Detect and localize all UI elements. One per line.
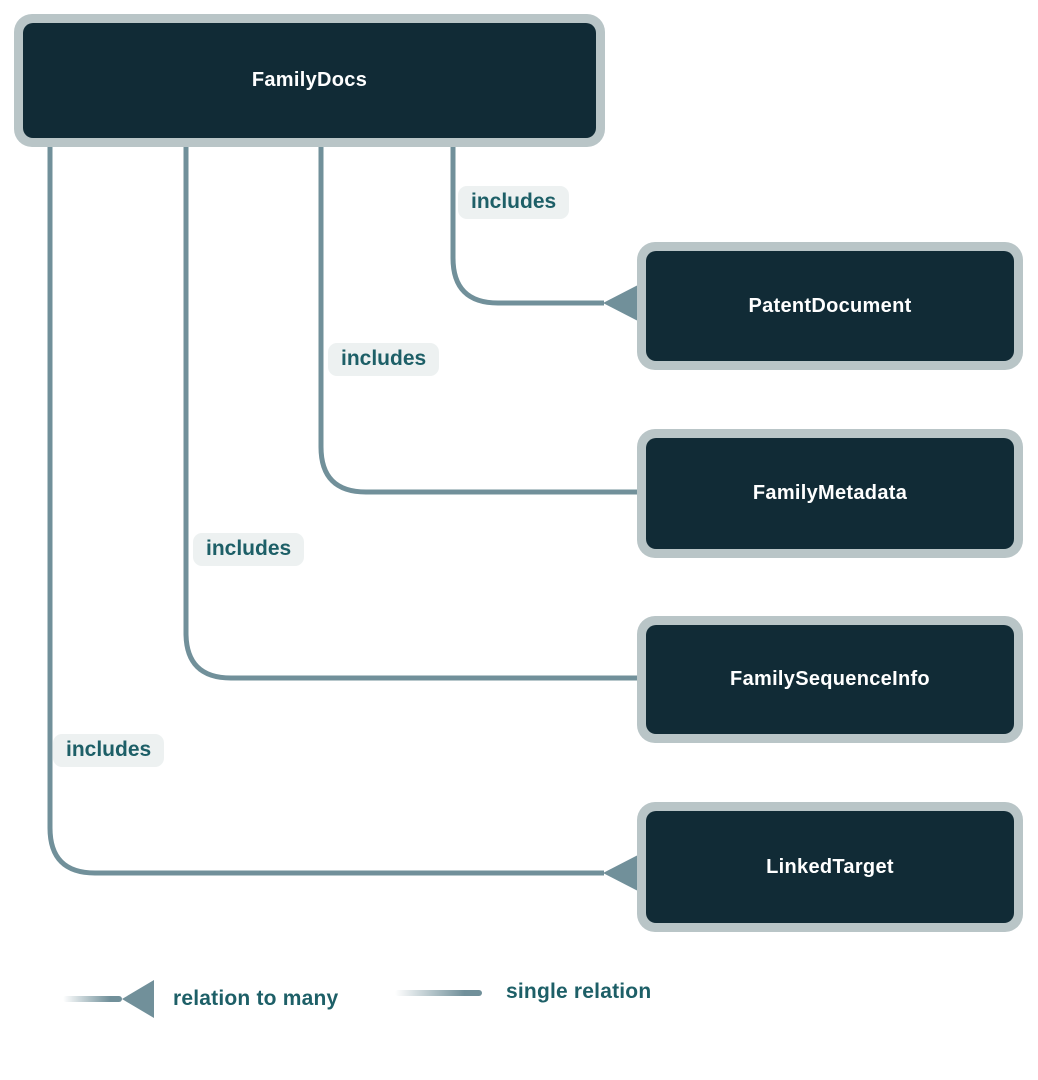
many-arrowhead-patentdocument: [603, 285, 638, 321]
entity-patentdocument-body: PatentDocument: [646, 251, 1014, 361]
entity-familysequenceinfo-body: FamilySequenceInfo: [646, 625, 1014, 734]
relation-label-patentdocument: includes: [458, 186, 570, 220]
legend-many-line: [63, 996, 122, 1002]
entity-linkedtarget: LinkedTarget: [637, 802, 1023, 932]
entity-familymetadata-label: FamilyMetadata: [752, 482, 908, 504]
entity-familydocs-body: FamilyDocs: [23, 23, 596, 138]
entity-patentdocument-label: PatentDocument: [748, 294, 912, 317]
legend-single-label: single relation: [506, 980, 652, 1003]
connector-familymetadata: [318, 147, 640, 495]
entity-familymetadata: FamilyMetadata: [637, 429, 1023, 558]
entity-familysequenceinfo: FamilySequenceInfo: [637, 616, 1023, 743]
relation-label-familysequenceinfo: includes: [193, 533, 305, 567]
many-arrowhead-linkedtarget: [603, 855, 638, 891]
legend-item-relation-to-many: relation to many: [63, 980, 338, 1018]
entity-familysequenceinfo-label: FamilySequenceInfo: [730, 668, 930, 690]
connector-familysequenceinfo: [183, 147, 640, 681]
connector-patentdocument: [450, 147, 604, 306]
entity-linkedtarget-label: LinkedTarget: [766, 855, 894, 878]
legend-item-single-relation: single relation: [395, 980, 651, 1004]
entity-familydocs: FamilyDocs: [14, 14, 605, 147]
legend-many-arrowhead-icon: [122, 980, 154, 1018]
relation-label-familymetadata: includes: [328, 343, 440, 377]
connector-linkedtarget: [47, 147, 604, 876]
entity-linkedtarget-body: LinkedTarget: [646, 811, 1014, 923]
entity-patentdocument: PatentDocument: [637, 242, 1023, 370]
legend-many-label: relation to many: [173, 987, 339, 1010]
entity-familydocs-label: FamilyDocs: [251, 69, 368, 91]
relation-label-linkedtarget: includes: [53, 734, 165, 768]
legend: relation to many single relation: [0, 980, 1038, 1024]
entity-familymetadata-body: FamilyMetadata: [646, 438, 1014, 549]
legend-single-line: [395, 989, 482, 996]
